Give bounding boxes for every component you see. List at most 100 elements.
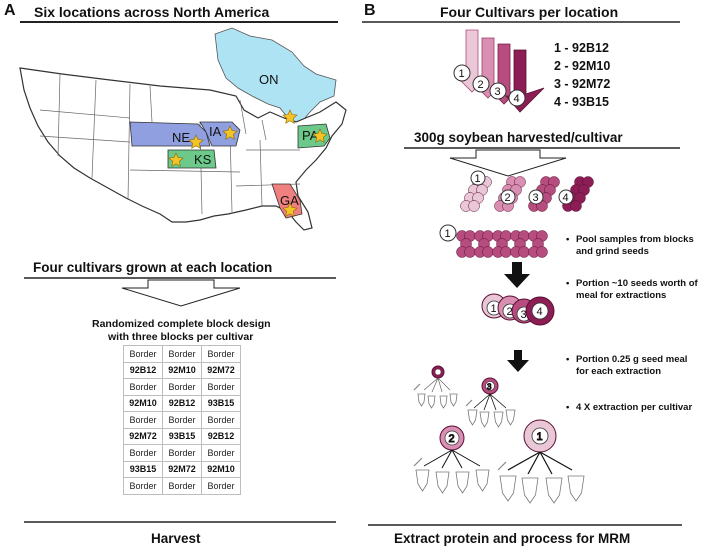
table-cell: Border (162, 444, 202, 462)
table-cell: Border (123, 444, 163, 462)
svg-text:2: 2 (507, 306, 513, 318)
pooled-seeds (456, 230, 548, 258)
map-label-ga: GA (280, 193, 299, 208)
table-cell: 93B15 (162, 427, 202, 445)
svg-text:2: 2 (478, 79, 484, 91)
svg-text:4: 4 (514, 93, 520, 105)
table-cell: 93B15 (123, 460, 163, 478)
pooled-number-circle (439, 224, 457, 242)
svg-text:1: 1 (537, 431, 543, 443)
table-cell: Border (162, 378, 202, 396)
note-extractions-per-cultivar: • 4 X extraction per cultivar (566, 402, 693, 413)
grown-label: Four cultivars grown at each location (33, 260, 273, 275)
table-cell: Border (123, 378, 163, 396)
svg-text:3: 3 (487, 383, 492, 392)
svg-text:2: 2 (449, 433, 455, 445)
svg-text:3: 3 (533, 192, 539, 204)
table-cell: 92M10 (201, 460, 241, 478)
table-cell: 92B12 (162, 394, 202, 412)
cultivar-legend-1: 1 - 92B12 (554, 41, 609, 55)
table-cell: Border (162, 477, 202, 495)
cultivar-legend-2: 2 - 92M10 (554, 59, 611, 73)
svg-text:1: 1 (459, 68, 465, 80)
design-title-line-2: with three blocks per cultivar (108, 331, 254, 343)
star-icon (282, 202, 298, 217)
cultivar-legend-3: 3 - 92M72 (554, 77, 611, 91)
svg-text:3: 3 (495, 86, 501, 98)
pennsylvania-region (297, 123, 331, 149)
table-cell: Border (201, 444, 241, 462)
table-cell: 92M72 (162, 460, 202, 478)
table-cell: Border (201, 411, 241, 429)
table-cell: 92M72 (201, 361, 241, 379)
table-cell: 92M10 (123, 394, 163, 412)
pooled-number: 1 (445, 228, 451, 240)
note-portion-meal: • Portion ~10 seeds worth of meal for ex… (566, 278, 698, 301)
panel-a-title-rule (20, 21, 338, 23)
table-cell: Border (201, 477, 241, 495)
note-portion-extraction: • Portion 0.25 g seed meal for each extr… (566, 354, 688, 377)
table-cell: 92B12 (201, 427, 241, 445)
pipettes (413, 383, 507, 471)
seed-row-numbers: 1 2 3 4 (470, 170, 574, 205)
map-label-ia: IA (209, 124, 222, 139)
extraction-tubes (415, 393, 585, 504)
cultivar-step-arrows: 1 2 3 4 (453, 29, 545, 113)
ontario-region (214, 27, 337, 125)
final-label: Extract protein and process for MRM (394, 531, 631, 546)
harvest-label: Harvest (151, 531, 201, 546)
svg-text:1: 1 (491, 303, 497, 315)
map-label-ks: KS (194, 152, 212, 167)
table-cell: Border (162, 345, 202, 363)
star-icon (188, 134, 204, 149)
star-icon (168, 152, 184, 167)
down-arrow-b (449, 149, 567, 177)
map-label-on: ON (259, 72, 279, 87)
us-outline (19, 67, 347, 231)
down-arrow-a (121, 279, 241, 307)
location-stars (168, 109, 328, 217)
black-down-arrow-2 (507, 350, 529, 372)
svg-text:2: 2 (505, 192, 511, 204)
table-cell: 92M72 (123, 427, 163, 445)
map-label-pa: PA (302, 128, 319, 143)
svg-text:4: 4 (537, 306, 543, 318)
map-label-ne: NE (172, 130, 190, 145)
table-cell: 92M10 (162, 361, 202, 379)
table-cell: Border (123, 345, 163, 363)
svg-text:4: 4 (563, 192, 569, 204)
meal-circles: 1 2 3 4 (481, 293, 555, 326)
table-cell: Border (162, 411, 202, 429)
star-icon (222, 125, 238, 140)
cultivar-legend-4: 4 - 93B15 (554, 95, 609, 109)
table-cell: Border (123, 411, 163, 429)
panel-a-title: Six locations across North America (34, 4, 270, 20)
table-cell: 92B12 (123, 361, 163, 379)
note-pool-samples: • Pool samples from blocks and grind see… (566, 234, 694, 257)
panel-b-letter: B (364, 2, 376, 19)
black-down-arrow-1 (504, 262, 530, 288)
design-title-line-1: Randomized complete block design (92, 318, 271, 330)
extraction-fans: 3 2 1 (423, 365, 573, 475)
star-icon (312, 128, 328, 143)
harvested-label: 300g soybean harvested/cultivar (414, 130, 623, 145)
table-cell: Border (201, 378, 241, 396)
table-cell: 93B15 (201, 394, 241, 412)
panel-a-letter: A (4, 2, 16, 19)
star-icon (282, 109, 298, 124)
table-cell: Border (201, 345, 241, 363)
svg-text:3: 3 (521, 309, 527, 321)
svg-text:1: 1 (475, 173, 481, 185)
panel-b-title: Four Cultivars per location (440, 4, 619, 20)
